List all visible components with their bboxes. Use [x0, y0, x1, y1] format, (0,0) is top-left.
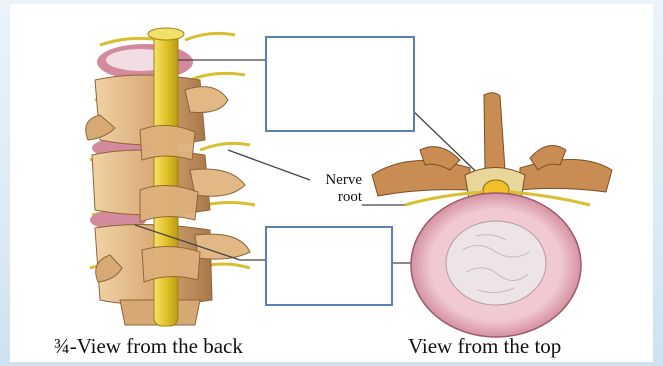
nerve-root-label-line2: root [300, 189, 362, 206]
answer-box-bottom[interactable] [265, 226, 393, 306]
answer-box-top[interactable] [265, 36, 415, 132]
process-1 [185, 87, 228, 113]
caption-back-view: ¾-View from the back [54, 334, 243, 359]
process-4 [195, 234, 250, 259]
lamina-2 [140, 185, 198, 222]
spinous-process [484, 93, 505, 174]
caption-top-view: View from the top [408, 334, 561, 359]
lamina-3 [142, 246, 200, 282]
nerve-root-label: Nerve root [300, 172, 362, 206]
spinal-cord [154, 30, 178, 326]
spinal-cord-top [148, 28, 184, 40]
spine-back-view [86, 28, 255, 326]
lamina-1 [140, 125, 195, 160]
nerve-root-label-line1: Nerve [300, 172, 362, 189]
transverse-process-left [372, 160, 470, 196]
